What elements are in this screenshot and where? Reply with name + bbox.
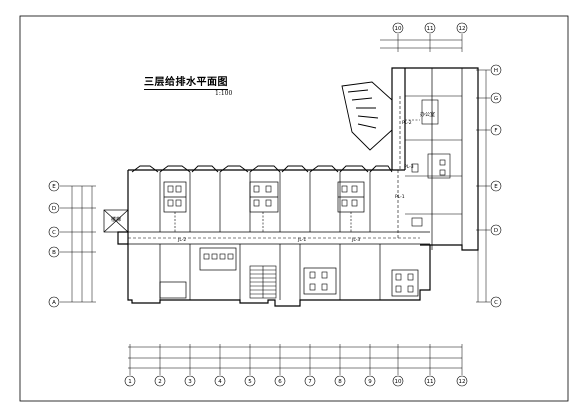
- svg-text:3: 3: [188, 379, 192, 385]
- axis-bubble-right-H: H: [490, 64, 502, 76]
- pipe-tag: PL-1: [395, 194, 405, 200]
- grid-axis-left: E D C B A: [48, 180, 96, 308]
- axis-bubble-11: 11: [424, 375, 436, 387]
- stair-tower: [341, 81, 393, 151]
- pipe-tags: JL-1 JL-2 JL-3 PL-1 PL-2PL-3: [177, 120, 414, 243]
- svg-text:D: D: [494, 228, 498, 234]
- svg-text:6: 6: [278, 379, 282, 385]
- axis-bubble-1: 1: [124, 375, 136, 387]
- axis-bubble-right-G: G: [490, 92, 502, 104]
- svg-text:2: 2: [158, 379, 162, 385]
- room-partitions-bottom: [159, 244, 419, 300]
- axis-bubble-right-E: E: [490, 180, 502, 192]
- drawing-title: 三层给排水平面图: [144, 77, 228, 90]
- svg-text:9: 9: [368, 379, 372, 385]
- room-partitions-top: [159, 172, 371, 232]
- axis-bubble-4: 4: [214, 375, 226, 387]
- axis-bubble-6: 6: [274, 375, 286, 387]
- svg-text:11: 11: [427, 379, 434, 385]
- fixtures-top: [167, 185, 358, 232]
- pipe-tag: JL-3: [351, 237, 360, 243]
- svg-text:E: E: [52, 184, 56, 190]
- stair-core: [249, 265, 277, 299]
- svg-text:10: 10: [395, 26, 402, 32]
- bay-windows: [131, 165, 393, 173]
- sheet-border: [19, 15, 569, 402]
- axis-bubble-top-10: 10: [392, 22, 404, 34]
- svg-text:C: C: [494, 300, 498, 306]
- axis-bubble-5: 5: [244, 375, 256, 387]
- axis-bubble-top-11: 11: [424, 22, 436, 34]
- axis-bubble-B: B: [48, 246, 60, 258]
- room-label-office: 办公室: [420, 112, 436, 118]
- fixtures-bottom: [203, 253, 414, 293]
- room-label-stair: 楼梯: [111, 217, 122, 223]
- building-outline: [117, 67, 479, 307]
- pipe-tag: PL-3: [404, 164, 414, 170]
- axis-bubble-C: C: [48, 226, 60, 238]
- svg-text:E: E: [494, 184, 498, 190]
- svg-text:12: 12: [459, 379, 466, 385]
- axis-bubble-12: 12: [456, 375, 468, 387]
- pipe-runs: [128, 96, 420, 239]
- pipe-tag: PL-2: [402, 120, 412, 126]
- axis-bubble-top-12: 12: [456, 22, 468, 34]
- axis-bubble-E: E: [48, 180, 60, 192]
- svg-text:D: D: [52, 206, 56, 212]
- axis-bubble-2: 2: [154, 375, 166, 387]
- axis-bubble-9: 9: [364, 375, 376, 387]
- axis-bubble-right-D: D: [490, 224, 502, 236]
- svg-text:A: A: [52, 300, 56, 306]
- svg-text:8: 8: [338, 379, 342, 385]
- axis-bubble-7: 7: [304, 375, 316, 387]
- pipe-tag: JL-2: [177, 237, 186, 243]
- axis-bubble-10: 10: [392, 375, 404, 387]
- dimension-left: [71, 186, 93, 302]
- svg-text:11: 11: [427, 26, 434, 32]
- svg-text:C: C: [52, 230, 56, 236]
- svg-text:G: G: [494, 96, 498, 102]
- axis-bubble-8: 8: [334, 375, 346, 387]
- svg-text:12: 12: [459, 26, 466, 32]
- svg-text:5: 5: [248, 379, 252, 385]
- pipe-tag: JL-1: [297, 237, 306, 243]
- axis-bubble-right-C: C: [490, 296, 502, 308]
- svg-text:B: B: [52, 250, 56, 256]
- elevator-shaft: [103, 209, 129, 233]
- dimension-bottom: [128, 346, 462, 369]
- right-wing-rooms: [405, 95, 462, 227]
- svg-text:1: 1: [128, 379, 132, 385]
- dimension-top: [380, 39, 462, 49]
- grid-axis-top: 10 11 12: [392, 22, 468, 52]
- svg-text:4: 4: [218, 379, 222, 385]
- axis-bubble-A: A: [48, 296, 60, 308]
- svg-text:F: F: [494, 128, 497, 134]
- grid-axis-right: H G F E D C: [476, 64, 502, 308]
- svg-text:10: 10: [395, 379, 402, 385]
- drawing-scale: 1:100: [215, 90, 233, 97]
- svg-text:7: 7: [308, 379, 312, 385]
- axis-bubble-right-F: F: [490, 124, 502, 136]
- svg-text:H: H: [494, 68, 498, 74]
- axis-bubble-D: D: [48, 202, 60, 214]
- axis-bubble-3: 3: [184, 375, 196, 387]
